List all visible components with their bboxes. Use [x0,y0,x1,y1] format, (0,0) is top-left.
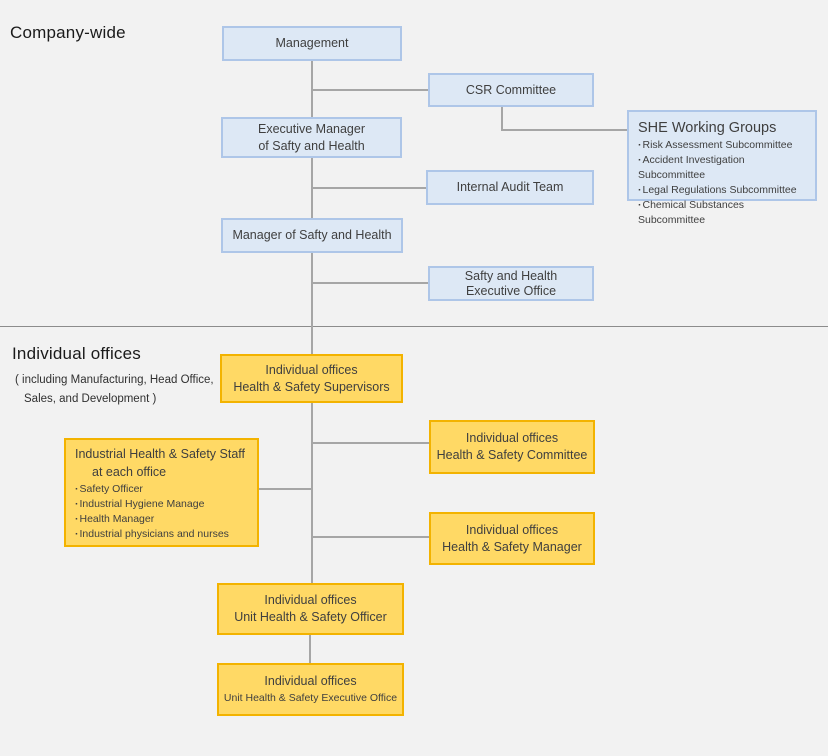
industrial-staff-item: Safety Officer [75,482,143,497]
node-sh-exec-office-line1: Safty and Health [464,268,558,283]
node-sh-exec-office-line2: Executive Office [465,283,557,298]
node-she-working-groups: SHE Working Groups Risk Assessment Subco… [627,110,817,226]
connector-csr-branch [311,89,429,91]
she-subcommittee-item: Chemical Substances Subcommittee [638,198,807,228]
connector-staff-branch [258,488,313,490]
node-hs-manager-line1: Individual offices [465,522,559,537]
node-hs-supervisors-line2: Health & Safety Supervisors [233,379,390,394]
node-hs-manager-line2: Health & Safety Manager [442,539,582,554]
node-industrial-hs-staff-subtitle: at each office [92,465,167,479]
node-management-label: Management [275,36,349,50]
she-subcommittee-item: Accident Investigation Subcommittee [638,153,807,183]
node-hs-supervisors: Individual offices Health & Safety Super… [220,354,403,403]
company-wide-title: Company-wide [10,23,126,42]
node-she-working-groups-title: SHE Working Groups [638,120,777,136]
node-unit-hs-executive-office-line1: Individual offices [264,674,357,688]
she-subcommittee-item: Risk Assessment Subcommittee [638,138,793,153]
node-safety-health-executive-office: Safty and Health Executive Office [428,266,594,301]
individual-offices-subtitle-line2: Sales, and Development ) [24,393,157,405]
node-csr-committee: CSR Committee [428,73,594,107]
node-hs-supervisors-line1: Individual offices [265,362,358,377]
node-csr-committee-label: CSR Committee [465,82,557,97]
node-hs-manager: Individual offices Health & Safety Manag… [429,512,595,565]
node-industrial-hs-staff: Industrial Health & Safety Staff at each… [64,438,259,547]
section-divider [0,326,828,327]
node-manager-safety-health: Manager of Safty and Health [221,218,403,253]
node-unit-hs-officer: Individual offices Unit Health & Safety … [217,583,404,635]
node-unit-hs-officer-line1: Individual offices [264,593,357,607]
node-manager-safety-health-label: Manager of Safty and Health [232,228,392,242]
node-hs-committee: Individual offices Health & Safety Commi… [429,420,595,474]
she-subcommittee-item: Legal Regulations Subcommittee [638,183,797,198]
node-unit-hs-executive-office-line2: Unit Health & Safety Executive Office [223,692,398,704]
node-unit-hs-executive-office: Individual offices Unit Health & Safety … [217,663,404,716]
connector-audit-branch [311,187,427,189]
node-industrial-hs-staff-title: Industrial Health & Safety Staff [75,447,246,461]
node-unit-hs-officer-line2: Unit Health & Safety Officer [234,610,387,624]
connector-committee-branch [311,442,430,444]
connector-trunk [311,61,313,583]
individual-offices-subtitle-line1: ( including Manufacturing, Head Office, [15,374,214,386]
connector-she-branch [501,129,628,131]
connector-trunk-bottom [309,635,311,663]
node-hs-committee-line1: Individual offices [465,431,559,445]
connector-sh-office-branch [311,282,429,284]
individual-offices-title: Individual offices [12,344,141,363]
node-internal-audit-team: Internal Audit Team [426,170,594,205]
node-executive-manager: Executive Manager of Safty and Health [221,117,402,158]
industrial-staff-item: Industrial physicians and nurses [75,527,229,542]
connector-csr-drop [501,107,503,131]
node-management: Management [222,26,402,61]
industrial-staff-item: Health Manager [75,512,155,527]
node-hs-committee-line2: Health & Safety Committee [436,448,588,462]
node-internal-audit-team-label: Internal Audit Team [456,180,564,194]
industrial-staff-item: Industrial Hygiene Manage [75,497,205,512]
node-executive-manager-line2: of Safty and Health [258,138,365,153]
connector-manager-branch [311,536,430,538]
node-executive-manager-line1: Executive Manager [257,121,365,136]
